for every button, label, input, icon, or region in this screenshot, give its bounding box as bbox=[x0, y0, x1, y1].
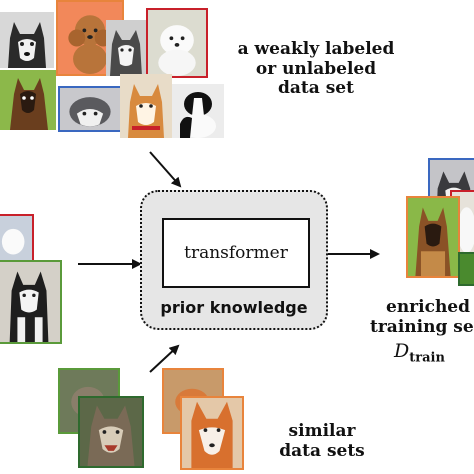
unlabeled-set-label: a weakly labeled or unlabeled data set bbox=[218, 39, 414, 99]
german-shepherd-orange-photo bbox=[406, 196, 460, 278]
enriched-label-line-2: training se bbox=[370, 316, 474, 337]
enriched-label-line-1: enriched bbox=[386, 297, 471, 317]
enriched-set-label: enriched training se Dtrain bbox=[358, 297, 474, 366]
husky-puppy-photo bbox=[106, 20, 146, 76]
german-shepherd-photo bbox=[0, 70, 56, 130]
unlabeled-label-line-3: data set bbox=[278, 78, 354, 99]
unlabeled-label-line-1: a weakly labeled bbox=[237, 39, 395, 59]
transformer-box: transformer bbox=[162, 218, 310, 288]
similar-label-line-1: similar bbox=[288, 421, 356, 441]
malamute-photo bbox=[0, 260, 62, 344]
similar-label-line-2: data sets bbox=[279, 440, 365, 461]
fox-photo bbox=[180, 396, 244, 470]
transformer-label: transformer bbox=[184, 243, 288, 263]
shiba-photo bbox=[120, 74, 172, 138]
similar-sets-label: similar data sets bbox=[266, 421, 378, 461]
unlabeled-label-line-2: or unlabeled bbox=[255, 58, 377, 79]
d-train-symbol: Dtrain bbox=[358, 340, 474, 366]
prior-knowledge-label: prior knowledge bbox=[160, 298, 308, 317]
green-frame-photo bbox=[458, 252, 474, 286]
border-collie-photo bbox=[172, 84, 224, 138]
train-subscript: train bbox=[409, 350, 445, 366]
husky-photo bbox=[0, 12, 54, 68]
husky-puppy-blue-photo bbox=[58, 86, 122, 132]
samoyed-photo bbox=[146, 8, 208, 78]
arrow-unlabeled-to-model bbox=[149, 151, 182, 188]
white-dog-photo bbox=[0, 214, 34, 262]
d-symbol: D bbox=[394, 340, 410, 363]
wolf-photo bbox=[78, 396, 144, 468]
